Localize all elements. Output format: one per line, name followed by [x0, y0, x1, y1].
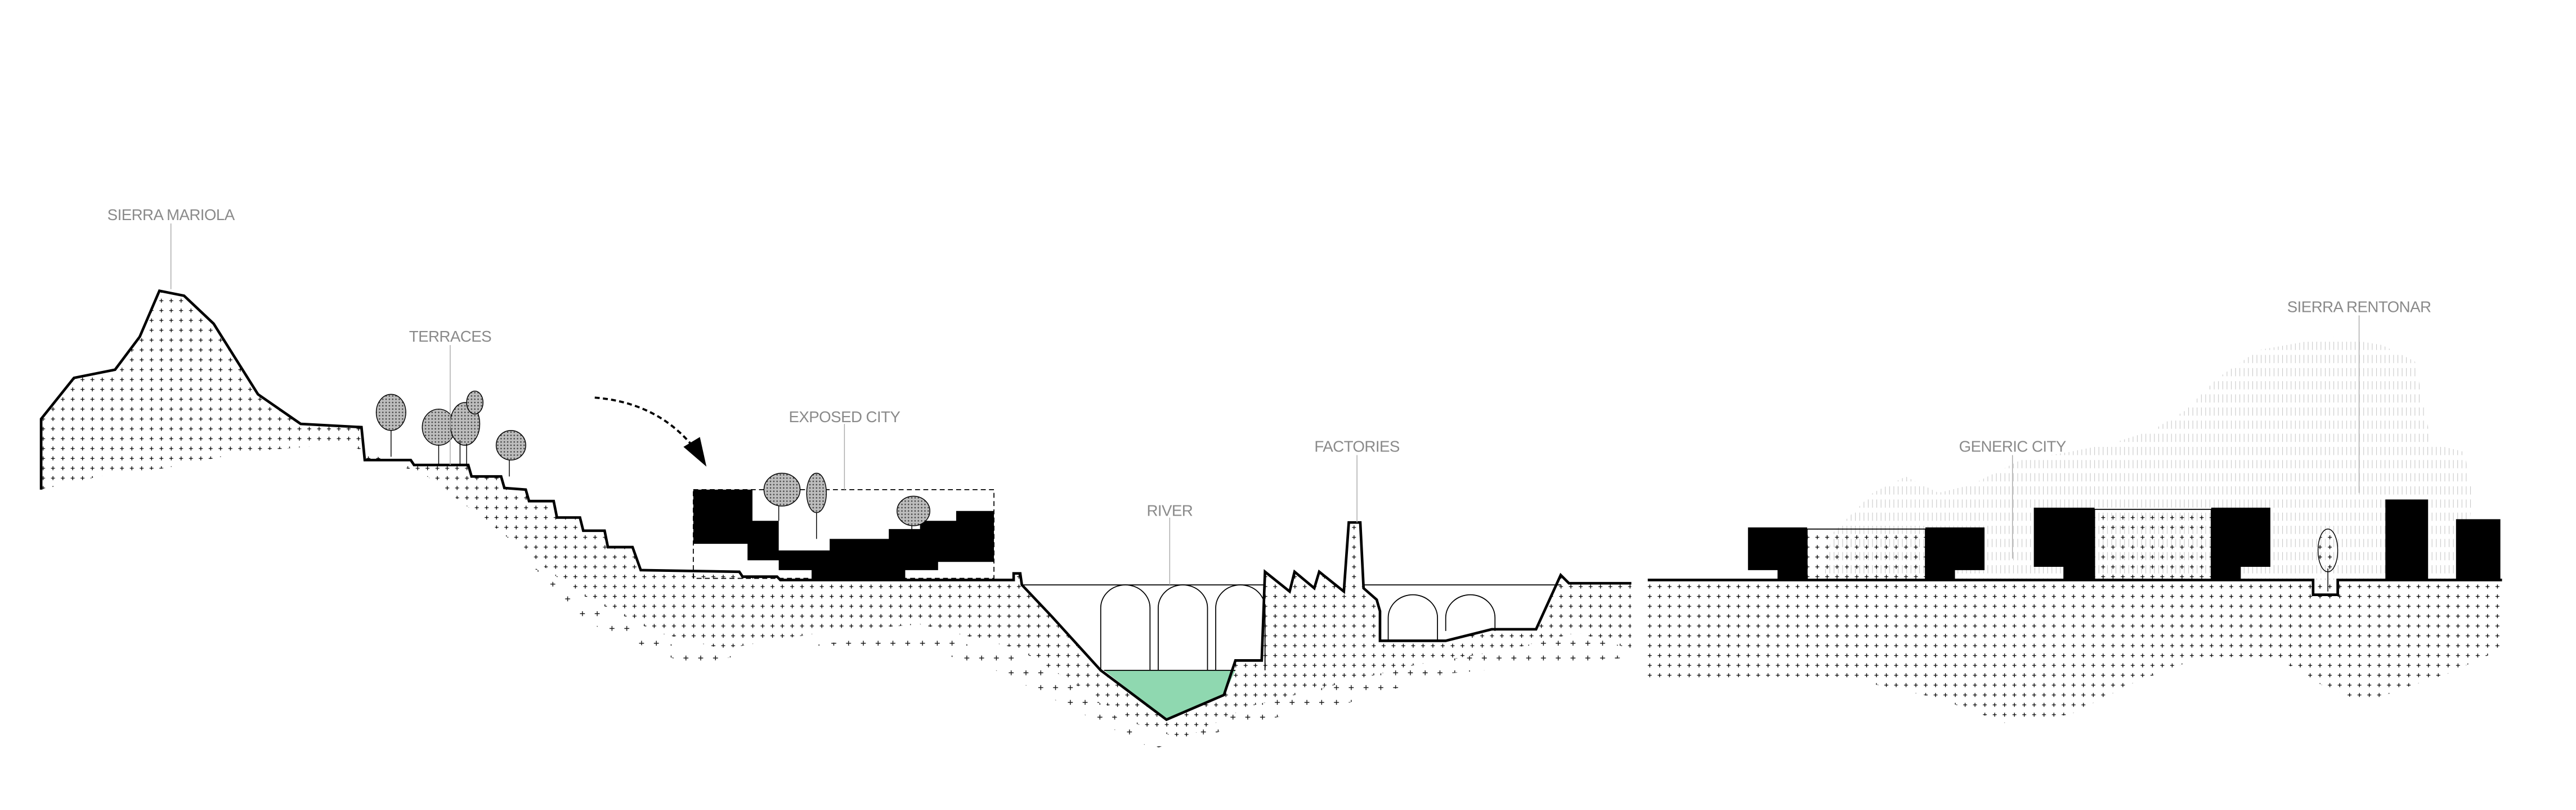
sierra-rentonar-hatch [1824, 337, 2473, 580]
label-generic-city: GENERIC CITY [1959, 438, 2066, 455]
terrain-left [39, 289, 1632, 748]
label-sierra-mariola: SIERRA MARIOLA [107, 206, 235, 223]
ground-stipple-right [1647, 583, 2502, 723]
river-water [1104, 670, 1236, 720]
street-tree [2317, 529, 2338, 592]
label-sierra-rentonar: SIERRA RENTONAR [2287, 298, 2431, 316]
exposed-city-buildings [693, 489, 994, 580]
ground-stipple-sparse [492, 534, 1632, 748]
terrain-outline-left [39, 289, 1632, 722]
exposed-city [692, 472, 994, 580]
curved-arrow [594, 396, 707, 467]
ground-stipple-dense [41, 290, 1632, 740]
label-river: RIVER [1146, 502, 1193, 520]
label-terraces: TERRACES [409, 328, 491, 345]
labels: SIERRA MARIOLA TERRACES EXPOSED CITY RIV… [107, 206, 2431, 585]
generic-city-buildings [1748, 499, 2501, 581]
terrain-right [1647, 337, 2502, 723]
label-factories: FACTORIES [1314, 438, 1399, 455]
label-exposed-city: EXPOSED CITY [789, 408, 900, 426]
terrace-trees [375, 390, 526, 477]
